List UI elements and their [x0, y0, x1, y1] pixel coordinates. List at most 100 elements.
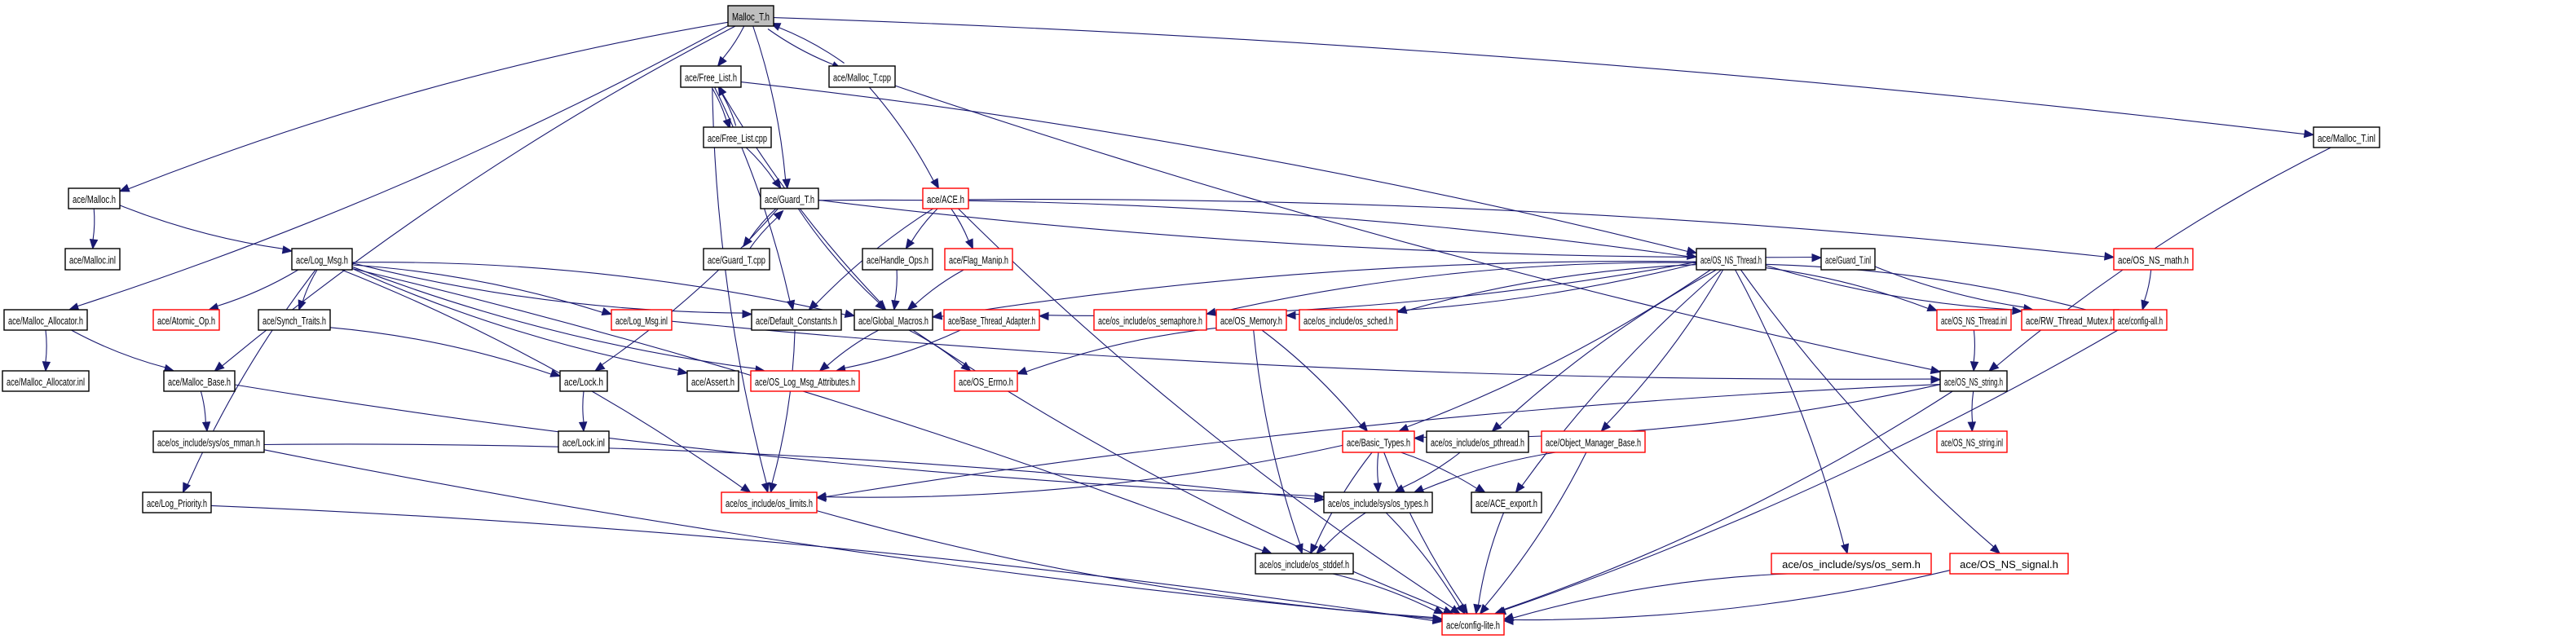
- node-box[interactable]: [862, 248, 933, 271]
- node-box[interactable]: [3, 309, 88, 331]
- node-box[interactable]: [828, 65, 896, 88]
- graph-node[interactable]: ace/os_include/sys/os_types.h: [1323, 491, 1433, 513]
- node-box[interactable]: [558, 430, 610, 453]
- graph-node[interactable]: ace/Log_Priority.h: [142, 491, 212, 513]
- graph-node[interactable]: ace/Malloc_T.inl: [2313, 126, 2380, 148]
- node-box[interactable]: [2113, 309, 2168, 331]
- node-box[interactable]: [68, 187, 121, 209]
- node-box[interactable]: [2113, 248, 2194, 271]
- graph-node[interactable]: ace/Malloc_T.cpp: [828, 65, 896, 88]
- node-box[interactable]: [559, 370, 608, 392]
- graph-node[interactable]: ace/Lock.inl: [558, 430, 610, 453]
- node-box[interactable]: [680, 65, 742, 88]
- graph-node[interactable]: ace/Lock.h: [559, 370, 608, 392]
- node-box[interactable]: [751, 309, 842, 331]
- graph-node[interactable]: ace/Base_Thread_Adapter.h: [943, 309, 1040, 331]
- node-box[interactable]: [1949, 553, 2069, 575]
- graph-node[interactable]: ace/Malloc_Allocator.h: [3, 309, 88, 331]
- graph-node[interactable]: ace/os_include/os_pthread.h: [1426, 430, 1529, 453]
- graph-node[interactable]: ace/Malloc_Allocator.inl: [2, 370, 90, 392]
- graph-node[interactable]: ace/Free_List.cpp: [703, 126, 772, 148]
- node-box[interactable]: [1215, 309, 1287, 331]
- node-box[interactable]: [721, 491, 818, 513]
- graph-node[interactable]: ace/Basic_Types.h: [1342, 430, 1415, 453]
- node-box[interactable]: [152, 309, 220, 331]
- graph-node[interactable]: ace/os_include/os_semaphore.h: [1093, 309, 1207, 331]
- node-box[interactable]: [291, 248, 353, 271]
- node-box[interactable]: [1093, 309, 1207, 331]
- node-box[interactable]: [152, 430, 265, 453]
- node-box[interactable]: [1441, 613, 1505, 636]
- node-box[interactable]: [750, 370, 860, 392]
- graph-node[interactable]: ace/Malloc_Base.h: [163, 370, 236, 392]
- node-box[interactable]: [703, 248, 770, 271]
- graph-node[interactable]: ace/Malloc.h: [68, 187, 121, 209]
- graph-node[interactable]: ace/Flag_Manip.h: [944, 248, 1013, 271]
- graph-node[interactable]: ace/Handle_Ops.h: [862, 248, 933, 271]
- graph-node[interactable]: ace/config-lite.h: [1441, 613, 1505, 636]
- graph-node[interactable]: ace/os_include/os_sched.h: [1299, 309, 1398, 331]
- graph-node[interactable]: ace/Guard_T.inl: [1820, 248, 1876, 271]
- graph-node[interactable]: ace/OS_NS_math.h: [2113, 248, 2194, 271]
- node-box[interactable]: [1939, 370, 2008, 392]
- node-box[interactable]: [163, 370, 236, 392]
- node-box[interactable]: [611, 309, 673, 331]
- node-box[interactable]: [1541, 430, 1646, 453]
- node-box[interactable]: [943, 309, 1040, 331]
- graph-node[interactable]: ace/os_include/sys/os_sem.h: [1771, 553, 1932, 575]
- node-box[interactable]: [1255, 553, 1354, 575]
- node-box[interactable]: [760, 187, 819, 209]
- graph-node[interactable]: ace/OS_Log_Msg_Attributes.h: [750, 370, 860, 392]
- graph-node[interactable]: ace/Log_Msg.h: [291, 248, 353, 271]
- node-box[interactable]: [1696, 248, 1767, 271]
- node-box[interactable]: [854, 309, 933, 331]
- node-box[interactable]: [686, 370, 739, 392]
- node-box[interactable]: [1936, 430, 2008, 453]
- graph-node[interactable]: ace/Assert.h: [686, 370, 739, 392]
- graph-node[interactable]: ace/Atomic_Op.h: [152, 309, 220, 331]
- graph-node[interactable]: ace/RW_Thread_Mutex.h: [2021, 309, 2119, 331]
- node-box[interactable]: [1771, 553, 1932, 575]
- node-box[interactable]: [1426, 430, 1529, 453]
- node-box[interactable]: [1323, 491, 1433, 513]
- graph-node[interactable]: ace/Log_Msg.inl: [611, 309, 673, 331]
- node-box[interactable]: [1299, 309, 1398, 331]
- graph-node[interactable]: ace/Global_Macros.h: [854, 309, 933, 331]
- graph-node[interactable]: ace/Synch_Traits.h: [258, 309, 331, 331]
- graph-node[interactable]: ace/os_include/os_stddef.h: [1255, 553, 1354, 575]
- graph-node[interactable]: ace/config-all.h: [2113, 309, 2168, 331]
- node-box[interactable]: [1342, 430, 1415, 453]
- graph-node[interactable]: ace/ACE.h: [922, 187, 969, 209]
- node-box[interactable]: [64, 248, 121, 271]
- node-box[interactable]: [727, 5, 774, 27]
- root-node[interactable]: Malloc_T.h: [727, 5, 774, 27]
- node-box[interactable]: [922, 187, 969, 209]
- node-box[interactable]: [258, 309, 331, 331]
- graph-node[interactable]: ace/Guard_T.cpp: [703, 248, 770, 271]
- node-box[interactable]: [1820, 248, 1876, 271]
- node-box[interactable]: [944, 248, 1013, 271]
- node-box[interactable]: [142, 491, 212, 513]
- graph-node[interactable]: ace/OS_NS_signal.h: [1949, 553, 2069, 575]
- graph-node[interactable]: ace/OS_Memory.h: [1215, 309, 1287, 331]
- node-box[interactable]: [954, 370, 1018, 392]
- node-box[interactable]: [1471, 491, 1542, 513]
- graph-node[interactable]: ace/OS_NS_Thread.inl: [1936, 309, 2012, 331]
- graph-node[interactable]: ace/Default_Constants.h: [751, 309, 842, 331]
- graph-node[interactable]: ace/os_include/os_limits.h: [721, 491, 818, 513]
- graph-node[interactable]: ace/Malloc.inl: [64, 248, 121, 271]
- node-box[interactable]: [2313, 126, 2380, 148]
- node-box[interactable]: [2021, 309, 2119, 331]
- node-box[interactable]: [1936, 309, 2012, 331]
- graph-node[interactable]: ace/OS_NS_string.h: [1939, 370, 2008, 392]
- graph-node[interactable]: ace/OS_NS_Thread.h: [1696, 248, 1767, 271]
- graph-node[interactable]: ace/os_include/sys/os_mman.h: [152, 430, 265, 453]
- node-box[interactable]: [2, 370, 90, 392]
- graph-node[interactable]: ace/OS_Errno.h: [954, 370, 1018, 392]
- graph-node[interactable]: ace/ACE_export.h: [1471, 491, 1542, 513]
- graph-node[interactable]: ace/OS_NS_string.inl: [1936, 430, 2008, 453]
- graph-node[interactable]: ace/Free_List.h: [680, 65, 742, 88]
- node-box[interactable]: [703, 126, 772, 148]
- graph-node[interactable]: ace/Object_Manager_Base.h: [1541, 430, 1646, 453]
- graph-node[interactable]: ace/Guard_T.h: [760, 187, 819, 209]
